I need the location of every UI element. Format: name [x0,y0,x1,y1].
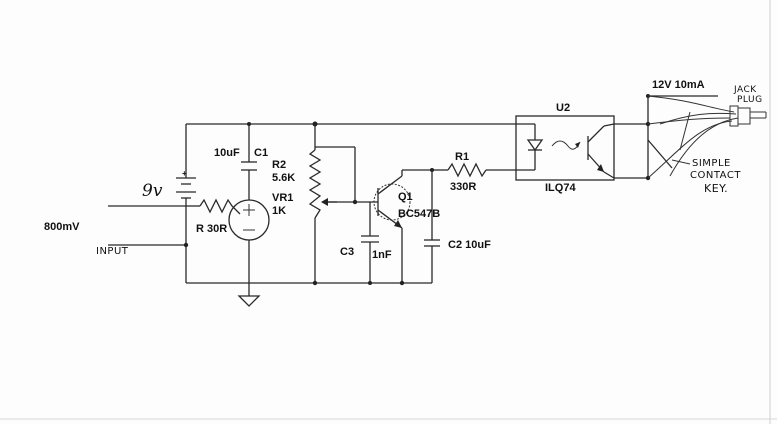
label-key-line3: KEY. [704,182,728,195]
label-r2: R2 [272,159,286,171]
capacitor-c2 [424,239,440,247]
capacitor-c1 [241,161,257,171]
wires [108,95,718,296]
label-c3: C3 [340,246,354,258]
battery-9v: + [176,169,196,212]
label-q1-part: BC547B [398,208,440,220]
label-c1: C1 [254,147,268,159]
label-c2: C2 10uF [448,239,491,251]
label-battery: 9v [142,181,163,201]
ground-symbol [237,295,261,307]
meter-symbol [228,199,270,241]
resistor-r2-vr1 [308,149,337,219]
jack-plug-cable [647,95,767,179]
label-r1: R1 [455,151,469,163]
junction-dots [183,94,651,286]
label-u2-part: ILQ74 [545,182,576,194]
label-key-line1: SIMPLE [692,158,731,169]
capacitor-c3 [361,235,379,243]
simple-contact-key [647,139,691,169]
label-c3-value: 1nF [372,249,392,261]
label-vr1: VR1 [272,192,293,204]
resistor-r1 [447,162,487,178]
label-vr1-value: 1K [272,205,286,217]
svg-text:+: + [182,169,187,178]
label-input-resistor: R 30R [196,223,227,235]
label-supply: 12V 10mA [652,79,705,91]
label-input: INPUT [96,246,129,257]
label-jack-line1: JACK [733,85,757,95]
label-input-level: 800mV [44,221,80,233]
input-resistor [199,198,241,215]
label-r1-value: 330R [450,181,476,193]
transistor-q1 [370,170,411,232]
optocoupler-u2 [515,115,615,181]
label-jack-line2: PLUG [737,95,763,105]
label-q1: Q1 [398,191,413,203]
label-key-line2: CONTACT [690,170,741,181]
label-r2-value: 5.6K [272,172,295,184]
label-u2: U2 [556,102,570,114]
label-c1-value: 10uF [214,147,240,159]
